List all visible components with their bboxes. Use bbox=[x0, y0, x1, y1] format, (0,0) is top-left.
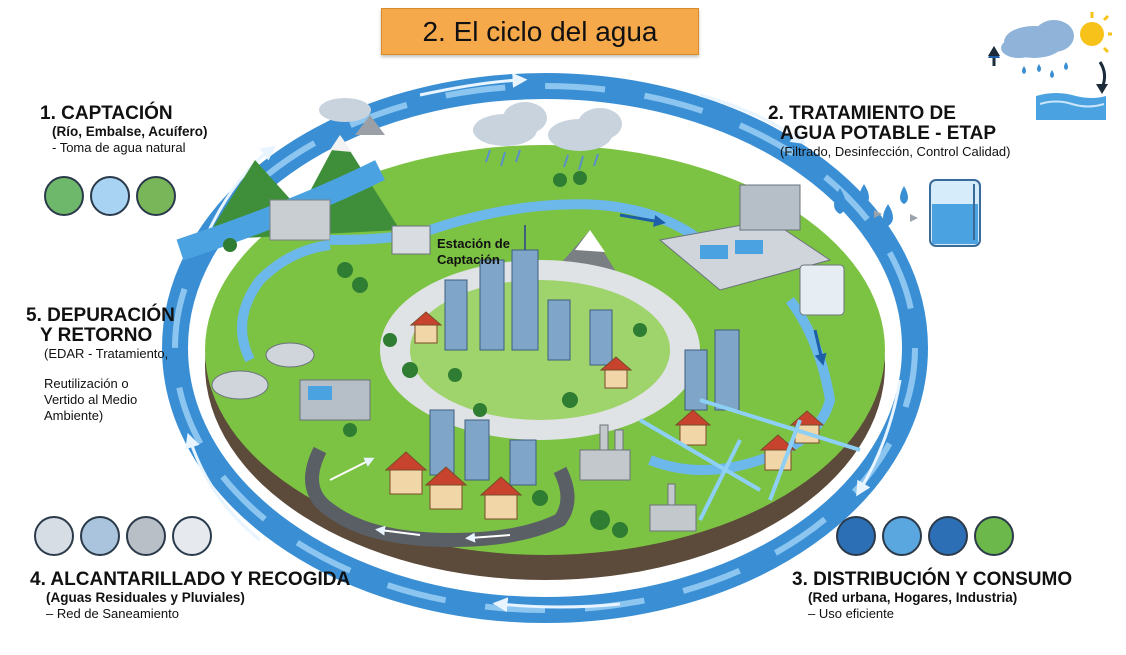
captacion-icons bbox=[44, 176, 176, 216]
stage-note: – Uso eficiente bbox=[808, 606, 894, 621]
stage-note-line: Vertido al Medio bbox=[44, 392, 138, 407]
stage-subtitle: (Red urbana, Hogares, Industria) bbox=[808, 590, 1018, 605]
wastewater-plant bbox=[211, 370, 269, 400]
pipe bbox=[237, 240, 331, 363]
distribucion-icons bbox=[836, 516, 1014, 556]
water-icon bbox=[1036, 93, 1106, 120]
stage-title-line2: Y RETORNO bbox=[40, 325, 153, 346]
stage-note: - Toma de agua natural bbox=[52, 140, 186, 155]
stage-title-line1: 2. TRATAMIENTO DE bbox=[768, 103, 956, 124]
oil-drop-icon bbox=[126, 516, 166, 556]
ring-arrow bbox=[419, 72, 528, 97]
page-title: 2. El ciclo del agua bbox=[381, 8, 699, 55]
faucet-icon bbox=[172, 516, 212, 556]
ring-arrow bbox=[699, 93, 807, 145]
stage-note-line: (EDAR - Tratamiento, bbox=[44, 346, 169, 361]
factory bbox=[579, 424, 697, 532]
stage-subtitle: (Filtrado, Desinfección, Control Calidad… bbox=[780, 144, 1011, 159]
rain-cloud bbox=[473, 102, 622, 151]
stage-depuracion: 5. DEPURACIÓN Y RETORNO (EDAR - Tratamie… bbox=[26, 306, 175, 424]
stage-title: 1. CAPTACIÓN bbox=[40, 103, 173, 124]
water-tank-icon bbox=[929, 179, 981, 247]
station-label: Estación de Captación bbox=[437, 236, 510, 268]
sewer-road bbox=[305, 446, 575, 548]
stage-title-line1: 5. DEPURACIÓN bbox=[26, 305, 175, 326]
stage-tratamiento: 2. TRATAMIENTO DE AGUA POTABLE - ETAP (F… bbox=[768, 104, 1010, 160]
alcantarillado-icons bbox=[34, 516, 212, 556]
mountain-icon bbox=[136, 176, 176, 216]
ring-arrow bbox=[185, 432, 261, 542]
ring-arrow bbox=[492, 597, 621, 613]
stage-alcantarillado: 4. ALCANTARILLADO Y RECOGIDA (Aguas Resi… bbox=[30, 570, 350, 622]
cloud-icon bbox=[1001, 20, 1074, 58]
stage-note-line: Reutilización o bbox=[44, 376, 129, 391]
shower-icon bbox=[882, 516, 922, 556]
weather-cycle-icon bbox=[988, 12, 1112, 120]
sun-icon bbox=[1080, 22, 1104, 46]
houses bbox=[384, 311, 825, 520]
stage-subtitle: (Aguas Residuales y Pluviales) bbox=[46, 590, 245, 605]
stage-title: 3. DISTRIBUCIÓN Y CONSUMO bbox=[792, 569, 1073, 590]
ring-arrow bbox=[856, 379, 902, 497]
treatment-icons bbox=[834, 179, 981, 247]
rain-cloud-icon bbox=[80, 516, 120, 556]
skyscrapers bbox=[429, 249, 740, 486]
treatment-plant bbox=[658, 219, 832, 291]
dam bbox=[269, 199, 331, 241]
building-icon bbox=[836, 516, 876, 556]
stage-distribucion: 3. DISTRIBUCIÓN Y CONSUMO (Red urbana, H… bbox=[792, 570, 1072, 622]
water-ring-highlight bbox=[172, 83, 918, 613]
capture-station bbox=[391, 225, 431, 255]
distribution-pipes bbox=[638, 398, 861, 521]
river-icon bbox=[44, 176, 84, 216]
trees bbox=[223, 171, 647, 538]
station-label-line2: Captación bbox=[437, 252, 500, 267]
stage-title-line2: AGUA POTABLE - ETAP bbox=[780, 123, 997, 144]
station-label-line1: Estación de bbox=[437, 236, 510, 251]
rain-drop-icon bbox=[34, 516, 74, 556]
plant-icon bbox=[974, 516, 1014, 556]
stage-captacion: 1. CAPTACIÓN (Río, Embalse, Acuífero) - … bbox=[40, 104, 208, 156]
stage-note-line bbox=[44, 362, 175, 376]
stage-title: 4. ALCANTARILLADO Y RECOGIDA bbox=[30, 569, 351, 590]
stage-note: – Red de Saneamiento bbox=[46, 606, 179, 621]
stage-note-line: Ambiente) bbox=[44, 408, 104, 423]
stage-subtitle: (Río, Embalse, Acuífero) bbox=[52, 124, 208, 139]
cloud bbox=[319, 98, 371, 122]
water-drop-icon bbox=[834, 184, 908, 226]
cloud-icon bbox=[90, 176, 130, 216]
toilet-icon bbox=[928, 516, 968, 556]
